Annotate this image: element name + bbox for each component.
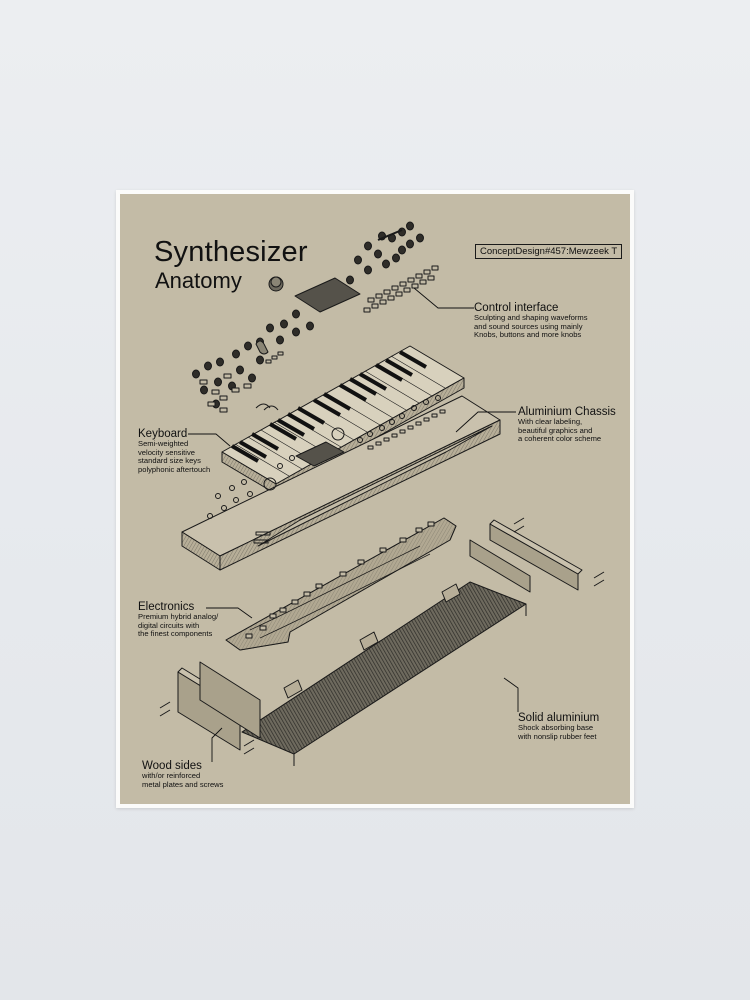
label-line: beautiful graphics and bbox=[518, 425, 593, 435]
label-heading: Aluminium Chassis bbox=[518, 406, 616, 418]
label-line: metal plates and screws bbox=[142, 779, 224, 789]
label-line: the finest components bbox=[138, 629, 213, 638]
electronics-part bbox=[225, 517, 457, 651]
leader-lines bbox=[188, 287, 519, 762]
label-line: with nonslip rubber feet bbox=[518, 731, 597, 741]
control-interface-part bbox=[192, 221, 439, 413]
label-line: polyphonic aftertouch bbox=[138, 464, 211, 474]
poster-title: Synthesizer Anatomy bbox=[154, 238, 308, 292]
poster: Synthesizer Anatomy ConceptDesign#457:Me… bbox=[120, 194, 630, 804]
exploded-synth-illustration bbox=[159, 221, 605, 766]
wood-side-right bbox=[469, 519, 583, 593]
label-heading: Control interface bbox=[474, 302, 559, 314]
label-keyboard: Keyboard Semi-weighted velocity sensitiv… bbox=[138, 428, 210, 474]
aluminium-base-part bbox=[241, 581, 527, 766]
label-line: Shock absorbing base bbox=[518, 723, 594, 732]
subtitle-text: Anatomy bbox=[155, 268, 242, 293]
label-line: Knobs, buttons and more knobs bbox=[474, 330, 582, 339]
label-heading: Wood sides bbox=[142, 760, 202, 772]
label-line: Sculpting and shaping waveforms bbox=[474, 313, 588, 322]
aluminium-chassis-part bbox=[181, 395, 501, 571]
label-line: digital circuits with bbox=[138, 620, 200, 630]
label-solid-aluminium: Solid aluminium Shock absorbing base wit… bbox=[518, 712, 599, 741]
label-line: and sound sources using mainly bbox=[474, 321, 583, 331]
label-line: a coherent color scheme bbox=[518, 434, 602, 443]
label-heading: Keyboard bbox=[138, 428, 188, 440]
label-line: With clear labeling, bbox=[518, 417, 583, 426]
label-line: with/or reinforced bbox=[142, 771, 201, 780]
label-line: Semi-weighted bbox=[138, 439, 189, 448]
wood-side-left bbox=[177, 661, 261, 751]
label-heading: Solid aluminium bbox=[518, 712, 600, 724]
label-line: Premium hybrid analog/ bbox=[138, 612, 219, 621]
label-electronics: Electronics Premium hybrid analog/ digit… bbox=[138, 601, 218, 639]
label-line: standard size keys bbox=[138, 456, 201, 465]
label-heading: Electronics bbox=[138, 601, 195, 613]
poster-frame: Synthesizer Anatomy ConceptDesign#457:Me… bbox=[116, 190, 634, 808]
label-aluminium-chassis: Aluminium Chassis With clear labeling, b… bbox=[518, 406, 616, 444]
label-control-interface: Control interface Sculpting and shaping … bbox=[474, 302, 588, 340]
concept-design-badge: ConceptDesign#457:Mewzeek T bbox=[475, 244, 623, 259]
label-line: velocity sensitive bbox=[138, 447, 195, 457]
title-text: Synthesizer bbox=[154, 236, 308, 268]
label-wood-sides: Wood sides with/or reinforced metal plat… bbox=[142, 760, 223, 789]
